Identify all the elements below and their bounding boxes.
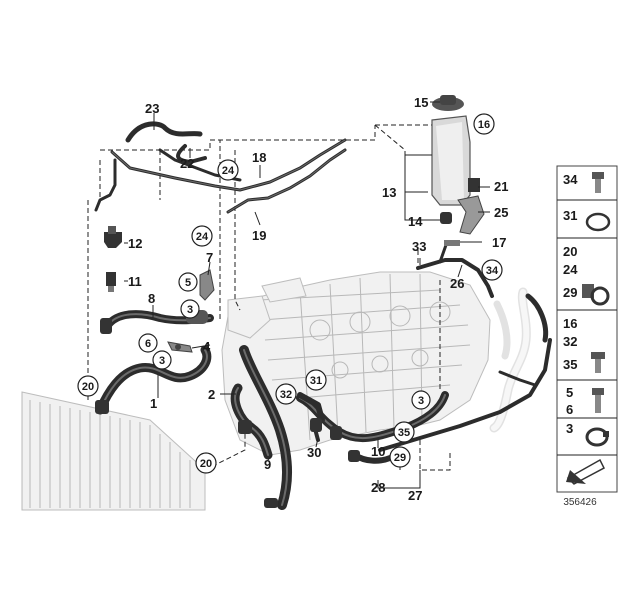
circled-callout-35: 35 [393,421,415,443]
panel-label-3: 3 [566,421,573,436]
svg-text:6: 6 [145,338,151,350]
panel-label-24: 24 [563,262,578,277]
reference-number: 356426 [563,497,597,508]
callout-27: 27 [408,488,422,503]
circled-callout-24b: 24 [191,225,213,247]
panel-label-32: 32 [563,334,577,349]
callout-11: 11 [128,274,142,289]
callout-7: 7 [206,250,213,265]
circled-callout-29: 29 [389,446,411,468]
circled-callout-6: 6 [138,333,158,353]
callouts: 1 2 4 7 8 9 10 11 12 13 14 15 17 18 19 2… [128,95,508,503]
panel-label-16: 16 [563,316,577,331]
leader-lines [124,101,490,489]
radiator-ghost [21,391,206,511]
svg-text:24: 24 [222,165,235,177]
svg-text:34: 34 [486,265,499,277]
svg-text:3: 3 [159,355,165,367]
svg-text:24: 24 [196,231,209,243]
callout-2: 2 [208,387,215,402]
callout-10: 10 [371,444,385,459]
callout-25: 25 [494,205,508,220]
callout-13: 13 [382,185,396,200]
sensors [104,226,122,292]
panel-label-35: 35 [563,357,577,372]
svg-text:5: 5 [185,277,191,289]
ghost-pipe [489,287,531,433]
svg-text:3: 3 [418,395,424,407]
callout-8: 8 [148,291,155,306]
callout-4: 4 [203,339,211,354]
direction-arrow-icon [566,458,605,485]
panel-label-31: 31 [563,208,577,223]
circled-callout-3a: 3 [180,299,200,319]
hose-clamp-icon [585,427,609,447]
callout-26: 26 [450,276,464,291]
o-ring-icon [585,212,611,232]
svg-text:20: 20 [82,381,94,393]
svg-text:16: 16 [478,119,490,131]
circled-callout-20b: 20 [195,452,217,474]
callout-15: 15 [414,95,428,110]
circled-callout-3b: 3 [152,350,172,370]
callout-28: 28 [371,480,385,495]
circled-callout-34: 34 [481,259,503,281]
callout-19: 19 [252,228,266,243]
expansion-tank [431,95,480,224]
callout-9: 9 [264,457,271,472]
circled-callout-32: 32 [275,383,297,405]
panel-label-29: 29 [563,285,577,300]
screw-icon [592,388,604,413]
svg-text:31: 31 [310,375,322,387]
callout-30: 30 [307,445,321,460]
circled-callout-24a: 24 [217,159,239,181]
callout-17: 17 [492,235,506,250]
callout-23: 23 [145,101,159,116]
panel-label-20: 20 [563,244,577,259]
callout-18: 18 [252,150,266,165]
bolt-icon [592,172,604,193]
callout-12: 12 [128,236,142,251]
callout-21: 21 [494,179,508,194]
callout-1: 1 [150,396,157,411]
clamps [95,310,360,508]
svg-text:20: 20 [200,458,212,470]
flange-bolt-icon [591,352,605,373]
callout-14: 14 [408,214,423,229]
circled-callout-3c: 3 [411,390,431,410]
svg-text:35: 35 [398,427,410,439]
callout-33: 33 [412,239,426,254]
panel-label-6: 6 [566,402,573,417]
callout-22: 22 [180,156,194,171]
svg-text:3: 3 [187,304,193,316]
panel-label-5: 5 [566,385,573,400]
circled-callout-20a: 20 [77,375,99,397]
circled-callout-31: 31 [305,369,327,391]
clip-icon [582,284,610,306]
circled-callouts: 3 3 3 5 6 16 20 20 [77,113,503,474]
panel-label-34: 34 [563,172,578,187]
circled-callout-5: 5 [178,272,198,292]
bracket-25 [444,195,485,246]
circled-callout-16: 16 [473,113,495,135]
hardware-panel: 34 31 20 24 29 16 32 35 5 6 [556,165,618,493]
svg-text:29: 29 [394,452,406,464]
svg-text:32: 32 [280,389,292,401]
